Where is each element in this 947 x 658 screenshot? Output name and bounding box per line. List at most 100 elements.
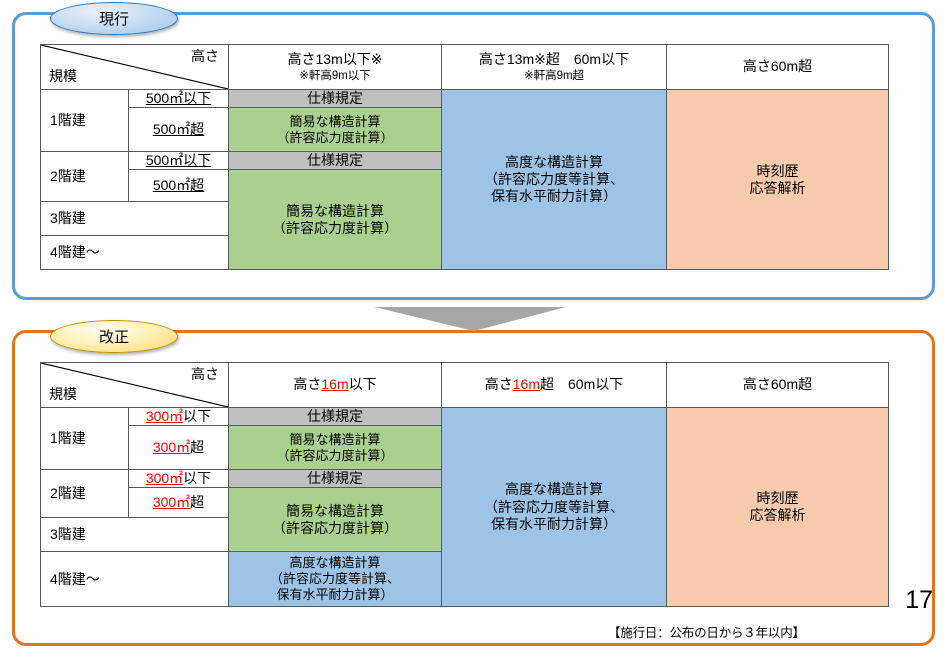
row-area-2f-gt-num-text: 300㎡ [152, 494, 191, 511]
simple-calc-line2-b: （許容応力度計算） [272, 219, 398, 236]
row-scale-2f: 2階建 [40, 469, 129, 519]
header-height-low-sub: ※軒高9m以下 [299, 69, 371, 82]
row-area-1f-le-suffix: 以下 [183, 408, 212, 424]
simple-calc-line1-b: 簡易な構造計算 [286, 502, 384, 519]
row-scale-4f: 4階建～ [40, 551, 229, 608]
row-area-1f-le: 300㎡以下 [128, 406, 229, 427]
enforcement-date-note: 【施行日：公布の日から３年以内】 [608, 626, 805, 640]
cell-time-history-high: 時刻歴 応答解析 [666, 88, 889, 271]
row-area-1f-le-text: 500㎡以下 [145, 90, 212, 106]
table-row: 4階建～ [40, 235, 889, 271]
cell-1f-gt-low: 簡易な構造計算 （許容応力度計算） [228, 425, 442, 471]
simple-calc-line1-a: 簡易な構造計算 [289, 431, 381, 447]
header-height-mid-sub: ※軒高9m超 [523, 69, 585, 82]
header-height-low-main: 高さ13m以下※ [287, 51, 383, 68]
row-area-1f-gt: 500㎡超 [128, 107, 229, 153]
header-height-mid: 高さ13m※超 60m以下 ※軒高9m超 [441, 44, 667, 90]
row-scale-1f: 1階建 [40, 88, 129, 153]
table-row: 500㎡超 簡易な構造計算 （許容応力度計算） [41, 107, 889, 153]
simple-calc-line2-a: （許容応力度計算） [276, 129, 394, 145]
header-height-high: 高さ60m超 [666, 44, 889, 90]
row-area-1f-gt-text: 500㎡超 [152, 121, 205, 138]
revised-label-text: 改正 [98, 329, 129, 346]
table-row: 3階建 [40, 201, 889, 237]
diagonal-divider-icon [41, 363, 228, 407]
simple-calc-line1-b: 簡易な構造計算 [286, 202, 384, 219]
header-height-mid-changed: 16m [513, 376, 540, 392]
table-row: 500㎡超 簡易な構造計算 （許容応力度計算） [41, 169, 889, 271]
row-area-2f-gt-suffix: 超 [190, 494, 205, 511]
cell-advanced-calc-mid: 高度な構造計算 （許容応力度等計算、 保有水平耐力計算） [441, 406, 667, 608]
advanced-calc-line2: （許容応力度等計算、 [484, 498, 624, 515]
header-height-mid-prefix: 高さ [484, 376, 513, 393]
corner-header-cell: 規模 高さ [40, 44, 229, 90]
advanced-calc-line2: （許容応力度等計算、 [484, 171, 624, 188]
cell-time-history-high: 時刻歴 応答解析 [666, 406, 889, 608]
header-height-low-changed: 16m [321, 376, 348, 392]
advanced-small-line3: 保有水平耐力計算） [276, 587, 394, 603]
advanced-calc-line3: 保有水平耐力計算） [491, 188, 617, 205]
header-height-high-main: 高さ60m超 [742, 58, 813, 75]
height-axis-label: 高さ [191, 366, 219, 382]
time-history-line2: 応答解析 [749, 179, 806, 196]
row-area-2f-gt-text: 500㎡超 [152, 177, 205, 194]
simple-calc-line2-b: （許容応力度計算） [272, 519, 398, 536]
time-history-line1: 時刻歴 [756, 162, 799, 179]
cell-advanced-calc-mid: 高度な構造計算 （許容応力度等計算、 保有水平耐力計算） [441, 88, 667, 271]
advanced-calc-line1: 高度な構造計算 [505, 481, 603, 498]
table-row: 1階建 500㎡以下 仕様規定 高度な構造計算 （許容応力度等計算、 保有水平耐… [40, 88, 889, 271]
header-height-mid: 高さ16m超 60m以下 [441, 362, 667, 408]
table-header-row: 規模 高さ 高さ13m以下※ ※軒高9m以下 高さ13m※超 60m以下 ※軒高… [40, 44, 889, 90]
row-scale-3f: 3階建 [40, 201, 229, 237]
header-height-low-changed-text: 16m [321, 376, 349, 393]
row-scale-1f: 1階建 [40, 406, 129, 471]
height-axis-label: 高さ [191, 48, 219, 64]
table-row: 300㎡超 簡易な構造計算 （許容応力度計算） [41, 487, 889, 553]
simple-calc-line2-a: （許容応力度計算） [276, 447, 394, 463]
row-area-1f-le-num-text: 300㎡ [145, 408, 184, 424]
scale-axis-label: 規模 [49, 385, 77, 402]
table-row: 300㎡超 簡易な構造計算 （許容応力度計算） [41, 425, 889, 471]
row-area-2f-le: 500㎡以下 [128, 151, 229, 171]
row-area-2f-gt-num: 300㎡ [153, 494, 190, 510]
cell-1f-gt-low: 簡易な構造計算 （許容応力度計算） [228, 107, 442, 153]
advanced-calc-line1: 高度な構造計算 [505, 153, 603, 170]
row-area-1f-gt-num-text: 300㎡ [152, 439, 191, 456]
row-area-2f-gt: 300㎡超 [128, 487, 229, 519]
row-area-1f-gt-suffix: 超 [190, 439, 205, 456]
row-area-2f-gt: 500㎡超 [128, 169, 229, 203]
current-label-badge: 現行 [50, 2, 178, 35]
row-area-1f-gt-num: 300㎡ [153, 439, 190, 455]
header-height-low-suffix: 以下 [348, 376, 377, 393]
time-history-line1: 時刻歴 [756, 490, 799, 506]
header-height-low: 高さ16m以下 [228, 362, 442, 408]
cell-1f-le-low: 仕様規定 [228, 88, 442, 109]
row-area-2f-le-num-text: 300㎡ [145, 470, 184, 487]
header-height-mid-main: 高さ13m※超 60m以下 [478, 51, 630, 68]
cell-simple-calc-low: 簡易な構造計算 （許容応力度計算） [228, 169, 442, 271]
row-area-1f-le-num: 300㎡ [146, 408, 183, 424]
row-scale-4f: 4階建～ [40, 235, 229, 271]
page-number: 17 [905, 586, 933, 614]
transition-down-arrow-icon [374, 307, 566, 331]
row-scale-3f: 3階建 [40, 517, 229, 553]
table-row: 2階建 300㎡以下 仕様規定 [40, 469, 889, 519]
advanced-small-line2: （許容応力度等計算、 [269, 571, 400, 587]
row-area-1f-gt: 300㎡超 [128, 425, 229, 471]
advanced-small-line1: 高度な構造計算 [289, 555, 381, 571]
header-height-low: 高さ13m以下※ ※軒高9m以下 [228, 44, 442, 90]
table-row: 1階建 300㎡以下 仕様規定 高度な構造計算 （許容応力度等計算、 保有水平耐… [40, 406, 889, 608]
cell-simple-calc-low: 簡易な構造計算 （許容応力度計算） [228, 487, 442, 553]
table-header-row: 規模 高さ 高さ16m以下 高さ16m超 60m以下 高さ60m超 [40, 362, 889, 408]
cell-4f-low-advanced: 高度な構造計算 （許容応力度等計算、 保有水平耐力計算） [228, 551, 442, 608]
header-height-mid-suffix: 超 60m以下 [540, 376, 624, 393]
advanced-calc-line3: 保有水平耐力計算） [491, 515, 617, 532]
scale-axis-label: 規模 [49, 67, 77, 84]
header-height-high-main: 高さ60m超 [742, 376, 813, 393]
row-area-1f-le: 500㎡以下 [128, 88, 229, 109]
cell-2f-le-low: 仕様規定 [228, 151, 442, 171]
diagonal-divider-icon [41, 45, 228, 89]
row-area-2f-le: 300㎡以下 [128, 469, 229, 489]
simple-calc-line1-a: 簡易な構造計算 [289, 113, 381, 129]
cell-2f-le-low: 仕様規定 [228, 469, 442, 489]
